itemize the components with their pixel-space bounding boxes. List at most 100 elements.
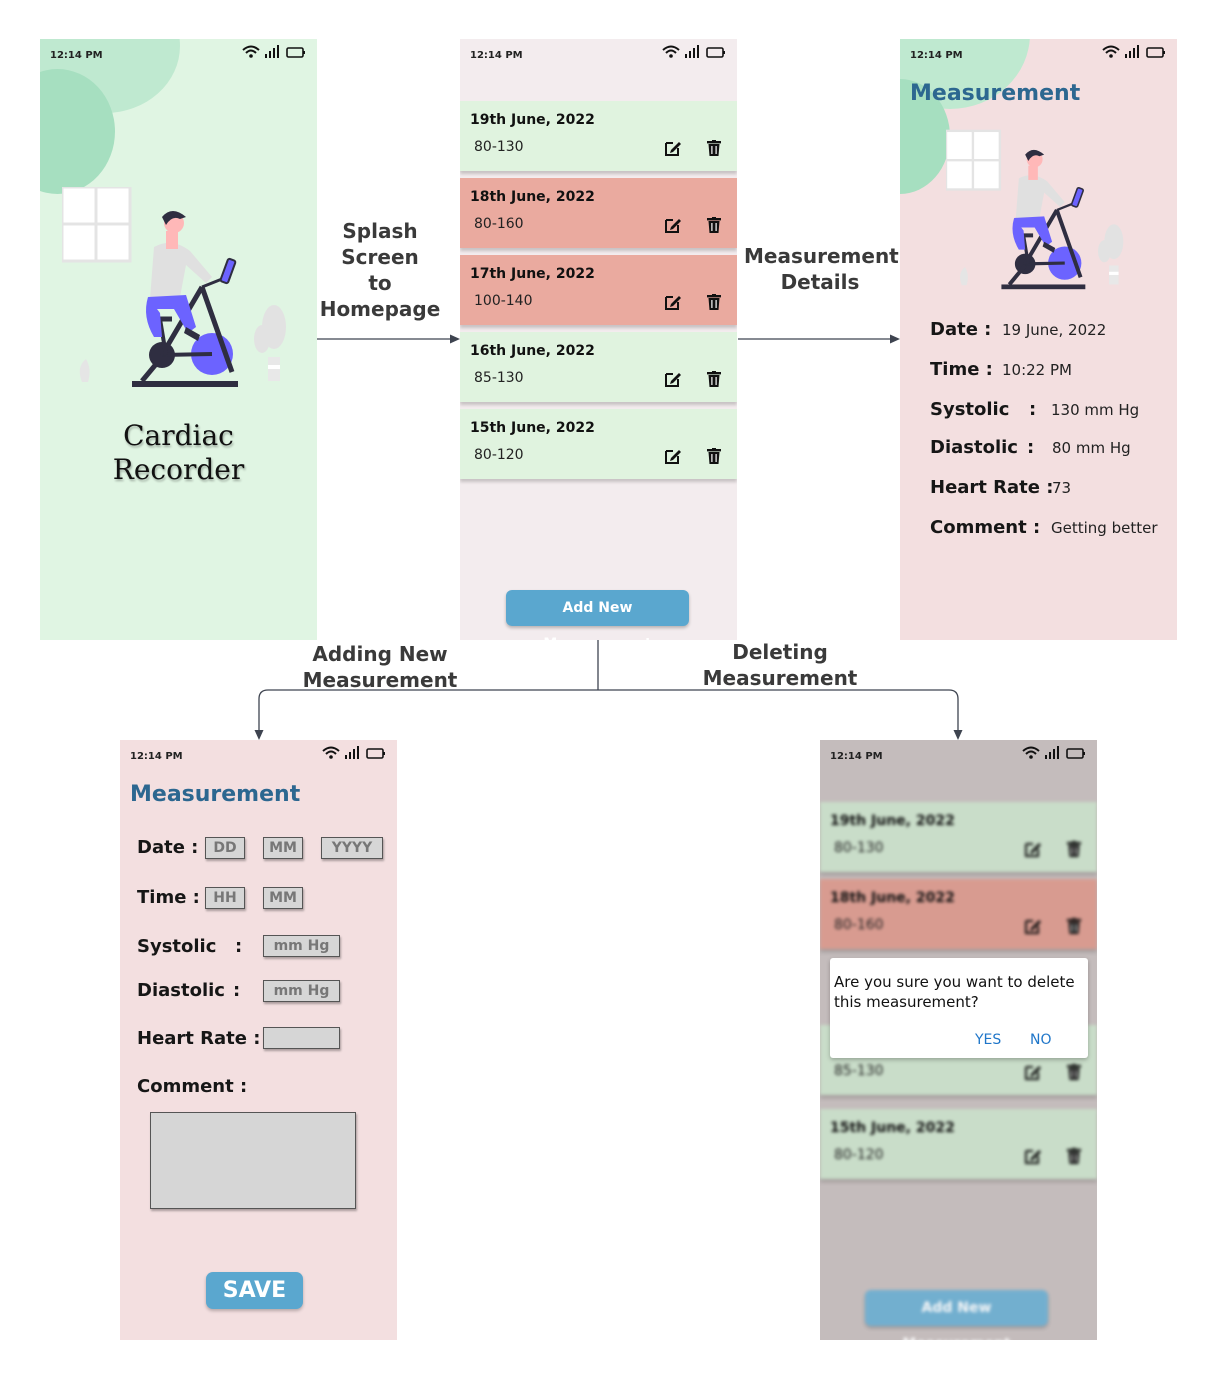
diastolic-field[interactable]: mm Hg: [263, 980, 340, 1002]
measurement-date: 18th June, 2022: [830, 890, 955, 906]
detail-label: Heart Rate :: [930, 477, 1054, 498]
status-time: 12:14 PM: [830, 751, 883, 762]
detail-label: Diastolic: [930, 437, 1018, 458]
yes-button[interactable]: YES: [975, 1032, 1002, 1048]
status-bar: 12:14 PM: [820, 740, 1097, 770]
home-screen: 12:14 PM 19th June, 2022 80-130 18th June,…: [460, 39, 737, 640]
app-title-line: Recorder: [112, 453, 245, 486]
detail-label: Time :: [930, 359, 993, 380]
time-label: Time :: [137, 887, 200, 908]
app-title: Cardiac Recorder: [40, 419, 317, 487]
measurement-range: 85-130: [474, 370, 524, 386]
systolic-colon: :: [235, 936, 243, 957]
splash-screen: 12:14 PM Cardiac Recorder: [40, 39, 317, 640]
diastolic-label: Diastolic: [137, 980, 225, 1001]
detail-value: 19 June, 2022: [1002, 321, 1107, 339]
day-field[interactable]: DD: [205, 837, 245, 859]
flow-label-splash-to-home: Splash Screen to Homepage: [315, 218, 445, 322]
status-icons: [242, 44, 306, 59]
diastolic-colon: :: [233, 980, 241, 1001]
status-icons: [1102, 44, 1166, 59]
detail-label: Systolic: [930, 399, 1010, 420]
details-screen: 12:14 PM Measurement Date : 19 June, 2022…: [900, 39, 1177, 640]
detail-label: Date :: [930, 319, 992, 340]
flow-label-line: Splash: [342, 219, 418, 243]
no-button[interactable]: NO: [1030, 1032, 1052, 1048]
status-time: 12:14 PM: [910, 50, 963, 61]
status-time: 12:14 PM: [50, 50, 103, 61]
delete-measurement-screen: 12:14 PM 19th June, 2022 80-130 18th June,…: [820, 740, 1097, 1340]
measurement-date: 19th June, 2022: [470, 112, 595, 128]
status-time: 12:14 PM: [470, 50, 523, 61]
flow-label-deleting: Deleting Measurement: [700, 639, 860, 691]
detail-value: 80 mm Hg: [1052, 439, 1131, 457]
heart-rate-label: Heart Rate :: [137, 1028, 261, 1049]
screen-title: Measurement: [910, 81, 1081, 106]
measurement-card[interactable]: 17th June, 2022 100-140: [460, 255, 737, 325]
comment-textarea[interactable]: [150, 1112, 356, 1209]
year-field[interactable]: YYYY: [321, 837, 383, 859]
measurement-range: 80-130: [474, 139, 524, 155]
systolic-field[interactable]: mm Hg: [263, 935, 340, 957]
dialog-message: Are you sure you want to delete this mea…: [834, 973, 1075, 1011]
status-bar: 12:14 PM: [900, 39, 1177, 69]
measurement-card[interactable]: 18th June, 2022 80-160: [460, 178, 737, 248]
measurement-card[interactable]: 15th June, 2022 80-120: [460, 409, 737, 479]
minute-field[interactable]: MM: [263, 887, 303, 909]
add-measurement-button: Add New Measurement: [865, 1290, 1048, 1340]
flow-label-line: Deleting: [732, 640, 828, 664]
add-measurement-screen: 12:14 PM Measurement Date : DD MM YYYY T…: [120, 740, 397, 1340]
flow-label-line: Measurement: [744, 244, 899, 268]
flow-label-line: to: [368, 271, 392, 295]
detail-value: Getting better: [1051, 519, 1158, 537]
add-measurement-button[interactable]: Add New Measurement: [506, 590, 689, 640]
detail-value: 73: [1052, 479, 1072, 497]
status-icons: [322, 745, 386, 760]
detail-separator: :: [1027, 437, 1035, 458]
status-bar: 12:14 PM: [40, 39, 317, 69]
flow-label-line: Homepage: [319, 297, 441, 321]
measurement-date: 19th June, 2022: [830, 813, 955, 829]
date-label: Date :: [137, 837, 199, 858]
measurement-card[interactable]: 19th June, 2022 80-130: [460, 101, 737, 171]
measurement-date: 17th June, 2022: [470, 266, 595, 282]
screen-title: Measurement: [130, 782, 301, 807]
measurement-range: 85-130: [834, 1063, 884, 1079]
measurement-date: 18th June, 2022: [470, 189, 595, 205]
flow-label-line: Measurement: [702, 666, 858, 690]
app-title-line: Cardiac: [123, 419, 234, 452]
comment-label: Comment :: [137, 1076, 248, 1097]
status-bar: 12:14 PM: [120, 740, 397, 770]
measurement-date: 15th June, 2022: [830, 1120, 955, 1136]
flow-label-line: Adding New: [312, 642, 448, 666]
hour-field[interactable]: HH: [205, 887, 245, 909]
measurement-range: 80-120: [834, 1147, 884, 1163]
detail-separator: :: [1029, 399, 1037, 420]
flow-label-measurement-details: Measurement Details: [744, 243, 899, 295]
measurement-range: 80-160: [474, 216, 524, 232]
flow-label-line: Screen: [341, 245, 419, 269]
save-button[interactable]: SAVE: [206, 1272, 303, 1309]
detail-label: Comment :: [930, 517, 1041, 538]
flow-label-line: Measurement: [302, 668, 458, 692]
delete-confirm-dialog: Are you sure you want to delete this mea…: [830, 958, 1088, 1058]
measurement-card: 15th June, 2022 80-120: [820, 1109, 1097, 1179]
measurement-date: 15th June, 2022: [470, 420, 595, 436]
status-time: 12:14 PM: [130, 751, 183, 762]
status-icons: [1022, 745, 1086, 760]
status-bar: 12:14 PM: [460, 39, 737, 69]
measurement-range: 80-130: [834, 840, 884, 856]
systolic-label: Systolic: [137, 936, 217, 957]
heart-rate-field[interactable]: [263, 1027, 340, 1049]
detail-value: 130 mm Hg: [1051, 401, 1140, 419]
month-field[interactable]: MM: [263, 837, 303, 859]
status-icons: [662, 44, 726, 59]
measurement-card: 19th June, 2022 80-130: [820, 802, 1097, 872]
flow-label-line: Details: [780, 270, 860, 294]
detail-value: 10:22 PM: [1002, 361, 1072, 379]
measurement-range: 80-120: [474, 447, 524, 463]
measurement-range: 80-160: [834, 917, 884, 933]
measurement-range: 100-140: [474, 293, 533, 309]
